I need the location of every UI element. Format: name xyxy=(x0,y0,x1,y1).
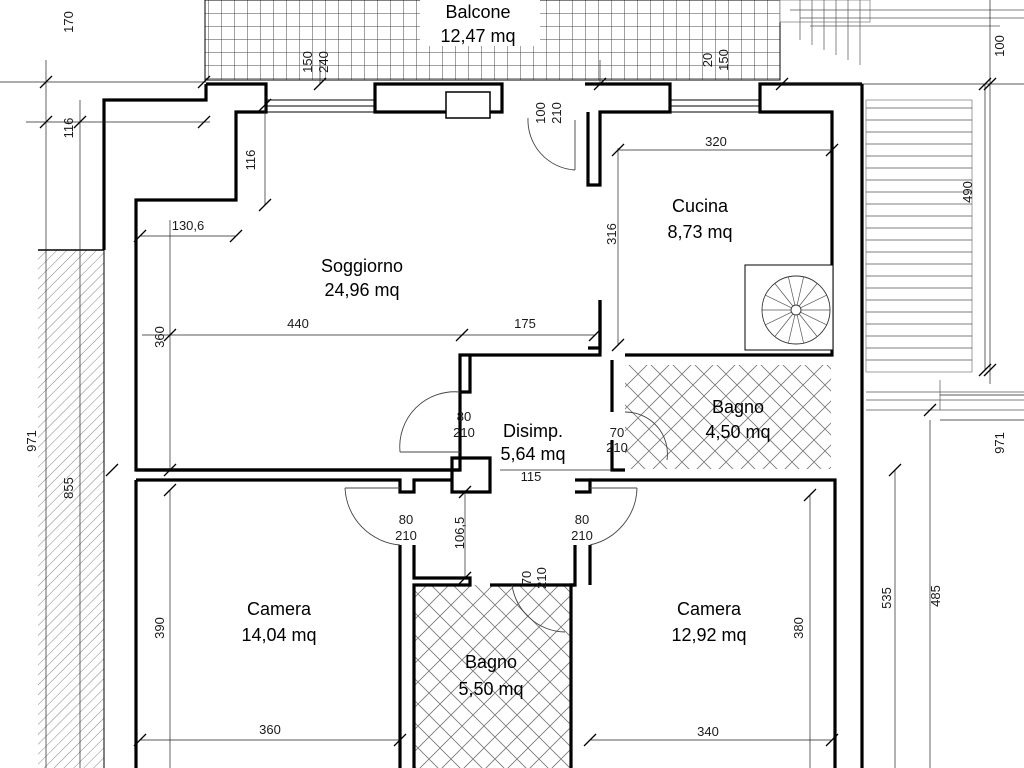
dim-485: 485 xyxy=(928,585,943,607)
dim-490: 490 xyxy=(960,181,975,203)
dim-360-living: 360 xyxy=(152,326,167,348)
dim-170: 170 xyxy=(61,11,76,33)
left-terrain xyxy=(38,249,105,768)
dim-70-bath: 70 xyxy=(610,425,624,440)
dim-316: 316 xyxy=(604,223,619,245)
dim-240: 240 xyxy=(316,51,331,73)
dim-360-bed: 360 xyxy=(259,722,281,737)
external-stairs xyxy=(779,0,1024,411)
dim-116-left: 116 xyxy=(61,118,76,139)
dim-210-bath2: 210 xyxy=(534,567,549,589)
hallway-area: 5,64 mq xyxy=(500,444,565,464)
dim-535: 535 xyxy=(879,587,894,609)
bedroom2-name: Camera xyxy=(677,599,742,619)
dim-855: 855 xyxy=(61,477,76,499)
dim-210-door: 210 xyxy=(549,102,564,124)
dim-106-5: 106,5 xyxy=(452,517,467,550)
bathroom1-name: Bagno xyxy=(712,397,764,417)
dim-150-a: 150 xyxy=(300,51,315,73)
dim-440: 440 xyxy=(287,316,309,331)
dim-380: 380 xyxy=(791,617,806,639)
living-room-area: 24,96 mq xyxy=(324,280,399,300)
dim-130-6: 130,6 xyxy=(172,218,205,233)
dim-971-right: 971 xyxy=(992,432,1007,454)
doors xyxy=(344,117,668,633)
bathroom2-tiles xyxy=(414,585,571,768)
bedroom1-area: 14,04 mq xyxy=(241,625,316,645)
dimension-labels: 170 116 116 150 240 100 210 20 150 100 3… xyxy=(24,11,1007,739)
balcony-name: Balcone xyxy=(445,2,510,22)
dim-80-bed2: 80 xyxy=(575,512,589,527)
dim-340: 340 xyxy=(697,724,719,739)
dim-150-b: 150 xyxy=(716,49,731,71)
dimension-ticks xyxy=(39,75,997,747)
bathroom1-area: 4,50 mq xyxy=(705,422,770,442)
dim-320: 320 xyxy=(705,134,727,149)
dim-210-bed2: 210 xyxy=(571,528,593,543)
windows xyxy=(266,99,760,113)
balcony-area: 12,47 mq xyxy=(440,26,515,46)
dim-971-left: 971 xyxy=(24,430,39,452)
dim-175: 175 xyxy=(514,316,536,331)
walls xyxy=(102,82,864,768)
living-room-name: Soggiorno xyxy=(321,256,403,276)
dim-210-hall: 210 xyxy=(453,425,475,440)
balcony-area xyxy=(204,0,781,81)
bedroom1-name: Camera xyxy=(247,599,312,619)
spiral-staircase xyxy=(744,264,834,351)
bedroom2-area: 12,92 mq xyxy=(671,625,746,645)
dim-116-inner: 116 xyxy=(243,150,258,171)
bathroom2-name: Bagno xyxy=(465,652,517,672)
room-labels: Balcone 12,47 mq Soggiorno 24,96 mq Cuci… xyxy=(241,2,770,699)
bathroom2-area: 5,50 mq xyxy=(458,679,523,699)
dim-20: 20 xyxy=(700,53,715,67)
dim-80-hall: 80 xyxy=(457,409,471,424)
dim-100-right: 100 xyxy=(992,35,1007,57)
kitchen-area: 8,73 mq xyxy=(667,222,732,242)
kitchen-name: Cucina xyxy=(672,196,729,216)
dim-115: 115 xyxy=(521,469,542,484)
dim-390: 390 xyxy=(152,617,167,639)
dim-210-bed1: 210 xyxy=(395,528,417,543)
dim-70-bath2: 70 xyxy=(519,571,534,585)
hallway-name: Disimp. xyxy=(503,421,563,441)
bathroom1-tiles xyxy=(625,365,831,469)
dim-100-door: 100 xyxy=(533,102,548,124)
dim-210-bath: 210 xyxy=(606,440,628,455)
dim-80-bed1: 80 xyxy=(399,512,413,527)
